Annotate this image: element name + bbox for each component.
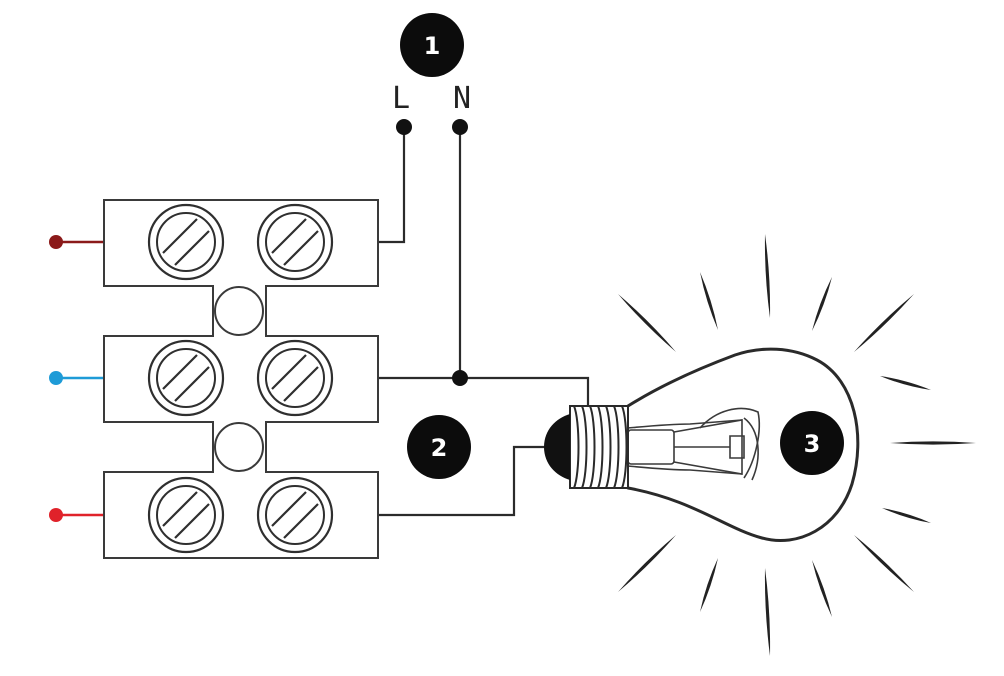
connector-hole-bottom: [214, 422, 264, 472]
light-ray: [854, 294, 914, 352]
neutral-to-bulb-wire: [378, 376, 590, 405]
line-wire: [378, 127, 406, 244]
input-wires: [49, 235, 104, 522]
screw-icon: [256, 476, 334, 554]
light-ray: [618, 294, 676, 352]
light-ray: [700, 272, 718, 330]
brown-wire-end: [49, 235, 63, 249]
terminal-block-body: [103, 199, 379, 559]
bulb-base: [544, 405, 629, 489]
light-ray: [812, 560, 832, 617]
light-ray: [700, 558, 718, 612]
light-ray: [618, 535, 676, 592]
screw-icon: [147, 339, 225, 417]
red-wire-end: [49, 508, 63, 522]
neutral-terminal-dot: [452, 119, 468, 135]
badge-2: 2: [407, 415, 471, 479]
screw-icon: [256, 339, 334, 417]
light-ray: [854, 535, 914, 592]
bulb-filament: [627, 407, 761, 481]
light-rays: [618, 234, 976, 656]
light-bulb-icon: [544, 234, 976, 656]
switched-to-bulb-wire: [378, 445, 548, 517]
light-ray: [882, 508, 931, 523]
terminal-block-icon: [103, 199, 379, 559]
badge-1-label: 1: [424, 32, 441, 60]
bulb-glass: [626, 347, 860, 543]
light-ray: [764, 234, 771, 318]
light-ray: [880, 376, 931, 390]
line-label: L: [392, 81, 410, 116]
connector-hole-top: [214, 286, 264, 336]
screws: [147, 203, 334, 554]
badge-2-label: 2: [431, 434, 448, 462]
light-ray: [812, 277, 832, 331]
light-ray: [764, 568, 771, 656]
neutral-junction-dot: [452, 370, 468, 386]
screw-icon: [147, 203, 225, 281]
badge-3-label: 3: [804, 430, 821, 458]
neutral-label: N: [453, 81, 471, 116]
supply-wires: [378, 127, 590, 517]
badge-1: 1: [400, 13, 464, 77]
bulb-contact: [544, 414, 570, 480]
badge-3: 3: [780, 411, 844, 475]
line-terminal-dot: [396, 119, 412, 135]
blue-wire-end: [49, 371, 63, 385]
light-ray: [890, 441, 976, 445]
screw-icon: [147, 476, 225, 554]
screw-icon: [256, 203, 334, 281]
